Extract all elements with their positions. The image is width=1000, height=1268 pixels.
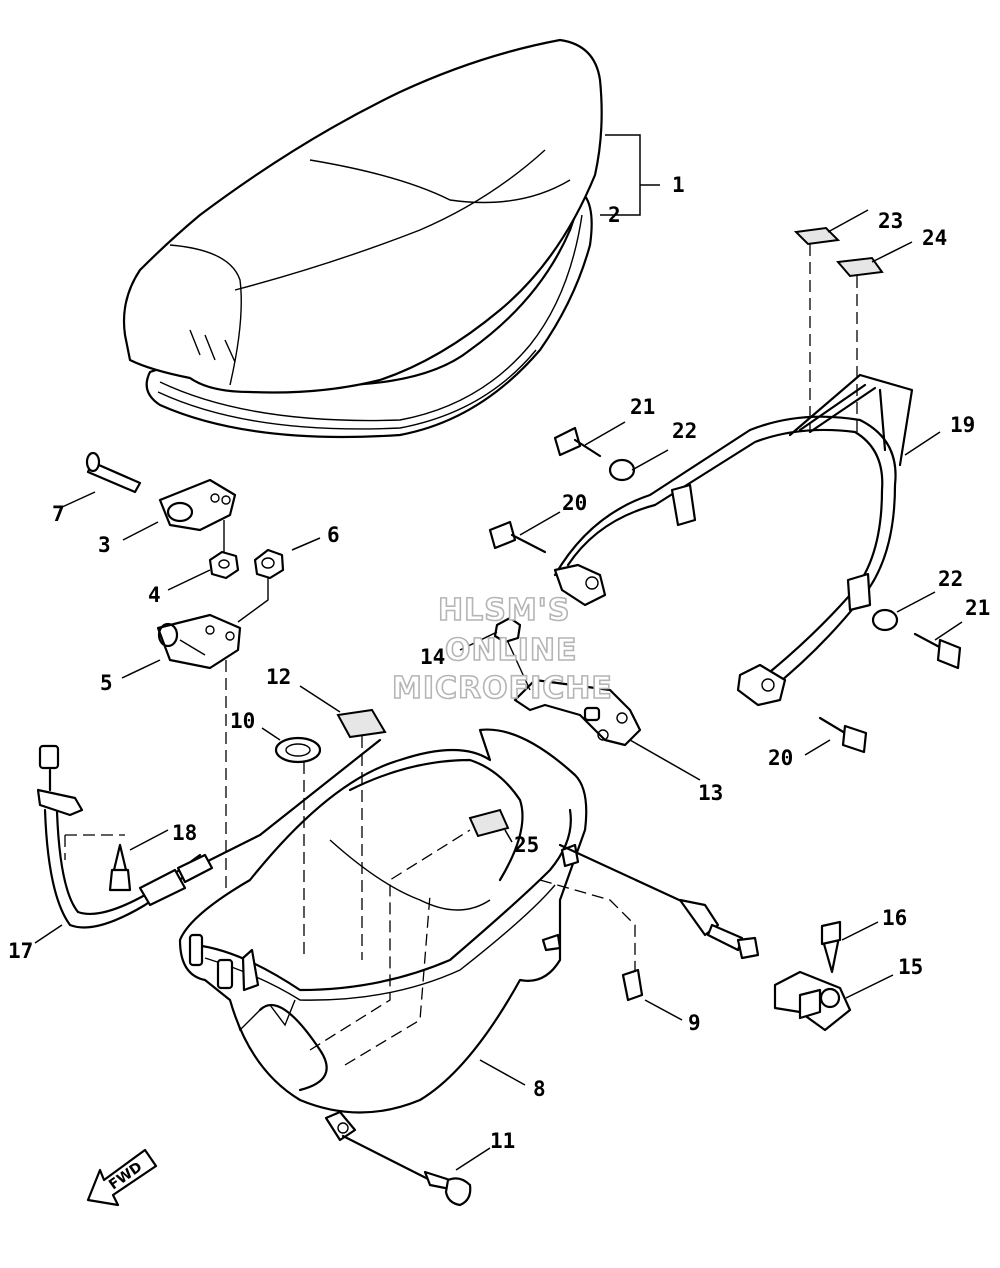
callout-22-top: 22: [672, 419, 697, 443]
callout-10: 10: [230, 709, 255, 733]
callout-2: 2: [608, 203, 621, 227]
callout-15: 15: [898, 955, 923, 979]
seat-lock-cable: [36, 738, 382, 929]
watermark-line-3: MICROFICHE: [392, 671, 613, 706]
callout-23: 23: [878, 209, 903, 233]
callout-20-bottom: 20: [768, 746, 793, 770]
seat-assembly: [122, 38, 603, 439]
callout-13: 13: [698, 781, 723, 805]
callout-4: 4: [148, 583, 161, 607]
callout-21-top: 21: [630, 395, 655, 419]
callout-19: 19: [950, 413, 975, 437]
callout-9: 9: [688, 1011, 701, 1035]
callout-20-top: 20: [562, 491, 587, 515]
callout-22-bottom: 22: [938, 567, 963, 591]
callout-14: 14: [420, 645, 445, 669]
callout-12: 12: [266, 665, 291, 689]
watermark: HLSM'S ONLINE MICROFICHE: [391, 592, 613, 707]
callout-1: 1: [672, 173, 685, 197]
callout-16: 16: [882, 906, 907, 930]
callout-7: 7: [52, 502, 65, 526]
forward-arrow-icon: FWD: [86, 1148, 158, 1207]
callout-5: 5: [100, 671, 113, 695]
callout-21-bottom: 21: [965, 596, 990, 620]
watermark-line-2: ONLINE: [445, 633, 578, 668]
hinge-parts: [85, 451, 285, 670]
callout-18: 18: [172, 821, 197, 845]
callout-11: 11: [490, 1129, 515, 1153]
rear-carrier: [488, 226, 962, 754]
watermark-line-1: HLSM'S: [438, 593, 570, 628]
callout-6: 6: [327, 523, 340, 547]
storage-box: [178, 728, 636, 1142]
callout-24: 24: [922, 226, 947, 250]
callout-25: 25: [514, 833, 539, 857]
callout-17: 17: [8, 939, 33, 963]
callout-3: 3: [98, 533, 111, 557]
callout-8: 8: [533, 1077, 546, 1101]
